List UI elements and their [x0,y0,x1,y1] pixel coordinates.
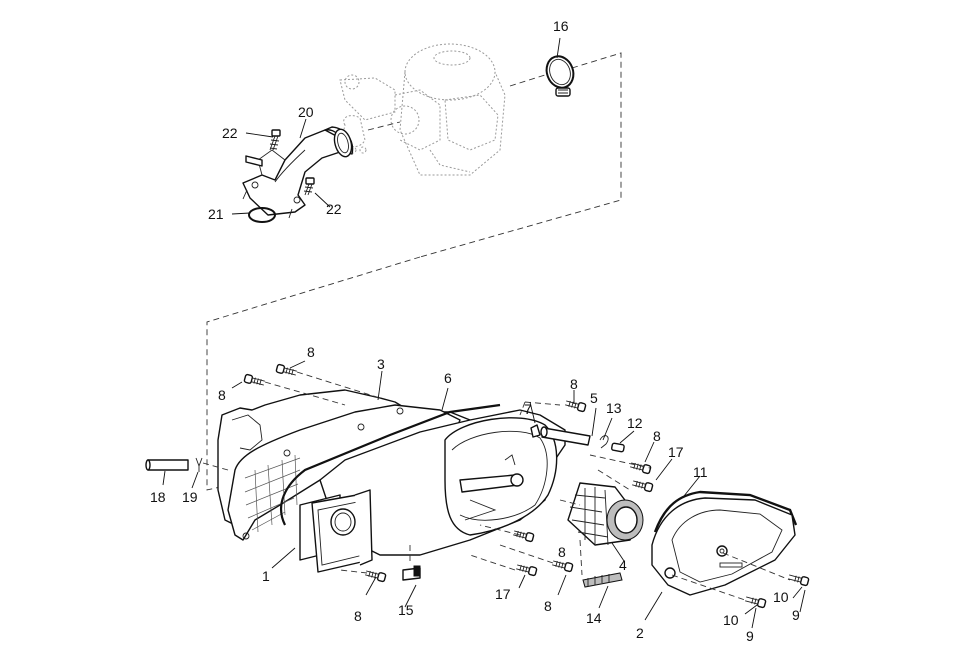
intake-joint-20[interactable] [242,126,354,216]
screw-8 [243,373,265,386]
clip-19[interactable] [195,457,203,472]
callout-9: 9 [746,628,754,644]
callout-13: 13 [606,400,622,416]
centerline [509,74,546,87]
centerline [367,121,401,131]
o-ring-21[interactable] [248,207,276,223]
bolt-22-lower[interactable] [303,177,315,196]
plug-12[interactable] [611,442,625,453]
bolt-22-upper[interactable] [269,129,281,151]
callout-17: 17 [495,586,511,602]
screw-8 [630,462,652,475]
hose-clamp-16[interactable] [542,53,577,97]
callout-8: 8 [354,608,362,624]
flange-lines [242,189,293,219]
callout-9: 9 [792,607,800,623]
centerline [419,52,622,258]
clip-7[interactable] [530,424,541,438]
callout-14: 14 [586,610,602,626]
callout-10: 10 [773,589,789,605]
screw-8 [275,363,297,376]
intake-duct-1[interactable] [299,489,373,573]
guide-lines [202,371,791,601]
callout-7: 7 [524,401,532,417]
damper-15[interactable] [402,565,421,581]
callout-17: 17 [668,444,684,460]
assembly-guide-line [206,256,421,491]
callout-12: 12 [627,415,643,431]
callout-21: 21 [208,206,224,222]
callout-3: 3 [377,356,385,372]
screw-17 [632,480,654,493]
callout-18: 18 [150,489,166,505]
callout-15: 15 [398,602,414,618]
callout-8: 8 [558,544,566,560]
hose-5[interactable] [540,426,591,446]
screw-8 [365,570,387,583]
screw-9 [745,596,767,609]
screw-17 [516,564,538,577]
gasket-11[interactable] [653,490,798,533]
callout-5: 5 [590,390,598,406]
screw-8 [565,400,587,413]
callout-6: 6 [444,370,452,386]
callout-8: 8 [218,387,226,403]
seal-6[interactable] [280,403,501,526]
callout-20: 20 [298,104,314,120]
callout-labels: 16 20 22 22 21 8 8 3 6 18 19 1 8 15 7 8 … [150,18,800,644]
callout-4: 4 [619,557,627,573]
sponge-14[interactable] [582,572,623,588]
carburetor-ghost [339,43,506,176]
screw-8 [513,530,535,543]
callout-8: 8 [653,428,661,444]
callout-22: 22 [326,201,342,217]
drain-hose-18[interactable] [145,459,189,471]
callout-8: 8 [570,376,578,392]
callout-8: 8 [307,344,315,360]
screw-8 [552,560,574,573]
callout-10: 10 [723,612,739,628]
leader-lines [162,37,806,629]
inner-housing[interactable] [319,409,566,556]
callout-22: 22 [222,125,238,141]
callout-11: 11 [693,464,708,480]
callout-16: 16 [553,18,569,34]
callout-19: 19 [182,489,198,505]
callout-1: 1 [262,568,270,584]
callout-8: 8 [544,598,552,614]
clip-13[interactable] [599,435,609,449]
screw-9 [788,574,810,587]
air-filter-cover-2[interactable] [651,490,798,596]
filter-element-4[interactable] [567,482,644,546]
callout-2: 2 [636,625,644,641]
